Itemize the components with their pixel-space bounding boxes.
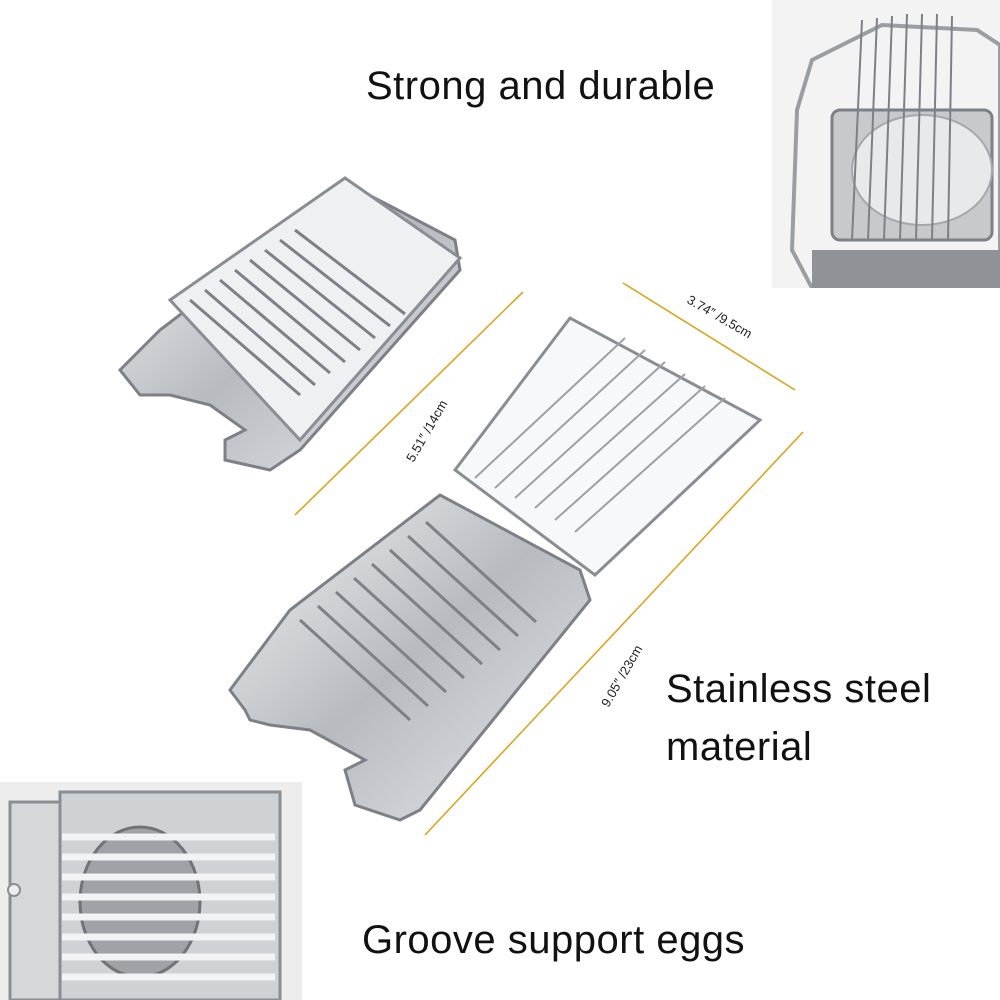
caption-durable: Strong and durable: [366, 64, 716, 108]
closed-egg-slicer: [117, 176, 463, 472]
width-dimension-line: [622, 282, 796, 391]
closed-length-dimension-line: [294, 291, 524, 516]
inset-durable-photo: [772, 0, 1000, 288]
open-egg-slicer: [228, 316, 763, 822]
durable-detail-image: [772, 0, 1000, 288]
open-length-dimension-line: [424, 431, 804, 836]
dimension-lines: [294, 282, 804, 836]
caption-groove: Groove support eggs: [362, 918, 746, 962]
inset-groove-photo: [0, 782, 302, 1000]
groove-detail-image: [0, 782, 302, 1000]
caption-material: Stainless steel material: [666, 660, 986, 776]
caption-material-line2: material: [666, 725, 813, 769]
caption-material-line1: Stainless steel: [666, 667, 932, 711]
